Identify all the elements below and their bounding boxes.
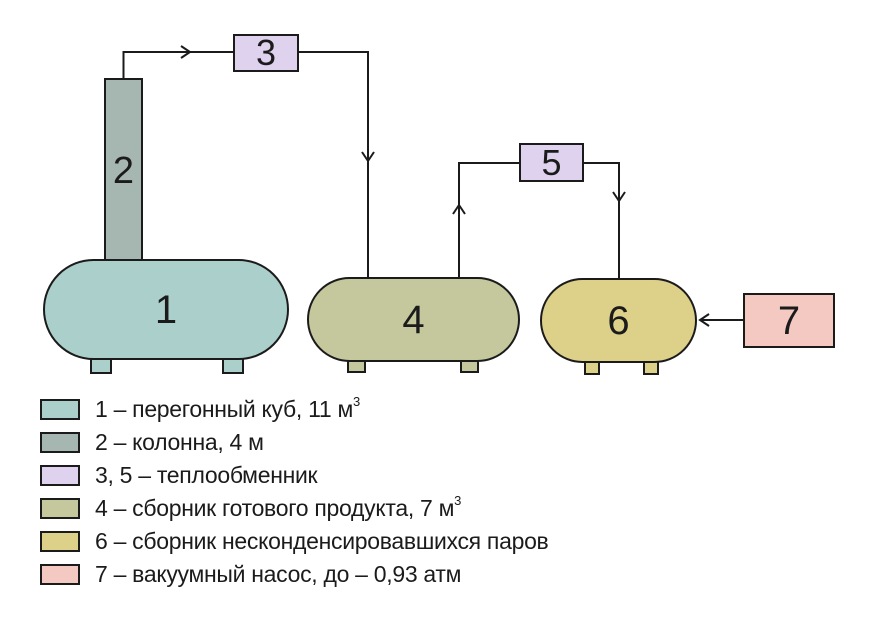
pipe-vessel4-to-box5 [458,162,519,279]
vessel-6-vapor-collector: 6 [540,278,697,363]
legend-item: 7 – вакуумный насос, до – 0,93 атм [40,561,548,588]
legend-item: 2 – колонна, 4 м [40,429,548,456]
pipe-box3-to-vessel4 [299,51,369,278]
column-2-label: 2 [112,150,135,192]
legend-swatch-heat-exchanger [40,465,80,486]
legend-label: 7 – вакуумный насос, до – 0,93 атм [95,561,461,588]
pipe-box5-to-vessel6 [584,162,620,279]
legend-swatch-column2 [40,432,80,453]
column-2: 2 [104,78,143,264]
heat-exchanger-5-label: 5 [541,141,562,183]
arrow-down-icon [361,151,375,163]
legend-text: 3, 5 – теплообменник [95,462,318,488]
legend-text: 4 – сборник готового продукта, 7 м [95,495,455,521]
vessel-4-product-collector: 4 [307,277,520,362]
legend-label: 6 – сборник несконденсировавшихся паров [95,528,549,555]
heat-exchanger-3: 3 [233,34,299,72]
legend-swatch-vessel6 [40,531,80,552]
legend-swatch-vessel4 [40,498,80,519]
legend-swatch-vacuum-pump [40,564,80,585]
vessel-1-label: 1 [154,287,178,332]
legend-text: 7 – вакуумный насос, до – 0,93 атм [95,561,462,587]
vacuum-pump-7: 7 [743,293,835,348]
vessel-1-distillation-cube: 1 [43,259,289,360]
arrow-up-icon [452,203,466,215]
legend-text: 6 – сборник несконденсировавшихся паров [95,528,549,554]
arrow-right-icon [180,45,192,59]
legend-item: 4 – сборник готового продукта, 7 м3 [40,493,548,522]
legend-label: 2 – колонна, 4 м [95,429,264,456]
legend-item: 6 – сборник несконденсировавшихся паров [40,528,549,555]
legend-item: 3, 5 – теплообменник [40,462,548,489]
legend-item: 1 – перегонный куб, 11 м3 [40,394,548,423]
heat-exchanger-3-label: 3 [255,32,277,73]
pipe-column2-to-box3 [122,51,233,79]
legend-sup: 3 [352,394,360,410]
legend-text: 1 – перегонный куб, 11 м [95,396,353,422]
legend-swatch-vessel1 [40,399,80,420]
legend-label: 4 – сборник готового продукта, 7 м3 [95,493,462,522]
arrow-down-icon [612,191,626,203]
heat-exchanger-5: 5 [519,143,584,182]
legend: 1 – перегонный куб, 11 м3 2 – колонна, 4… [40,394,549,588]
arrow-left-icon [698,313,710,327]
legend-label: 3, 5 – теплообменник [95,462,318,489]
legend-label: 1 – перегонный куб, 11 м3 [95,394,360,423]
vessel-4-label: 4 [402,297,425,342]
vessel-6-label: 6 [607,298,630,343]
legend-sup: 3 [454,493,462,509]
legend-text: 2 – колонна, 4 м [95,429,264,455]
vacuum-pump-7-label: 7 [777,298,801,343]
